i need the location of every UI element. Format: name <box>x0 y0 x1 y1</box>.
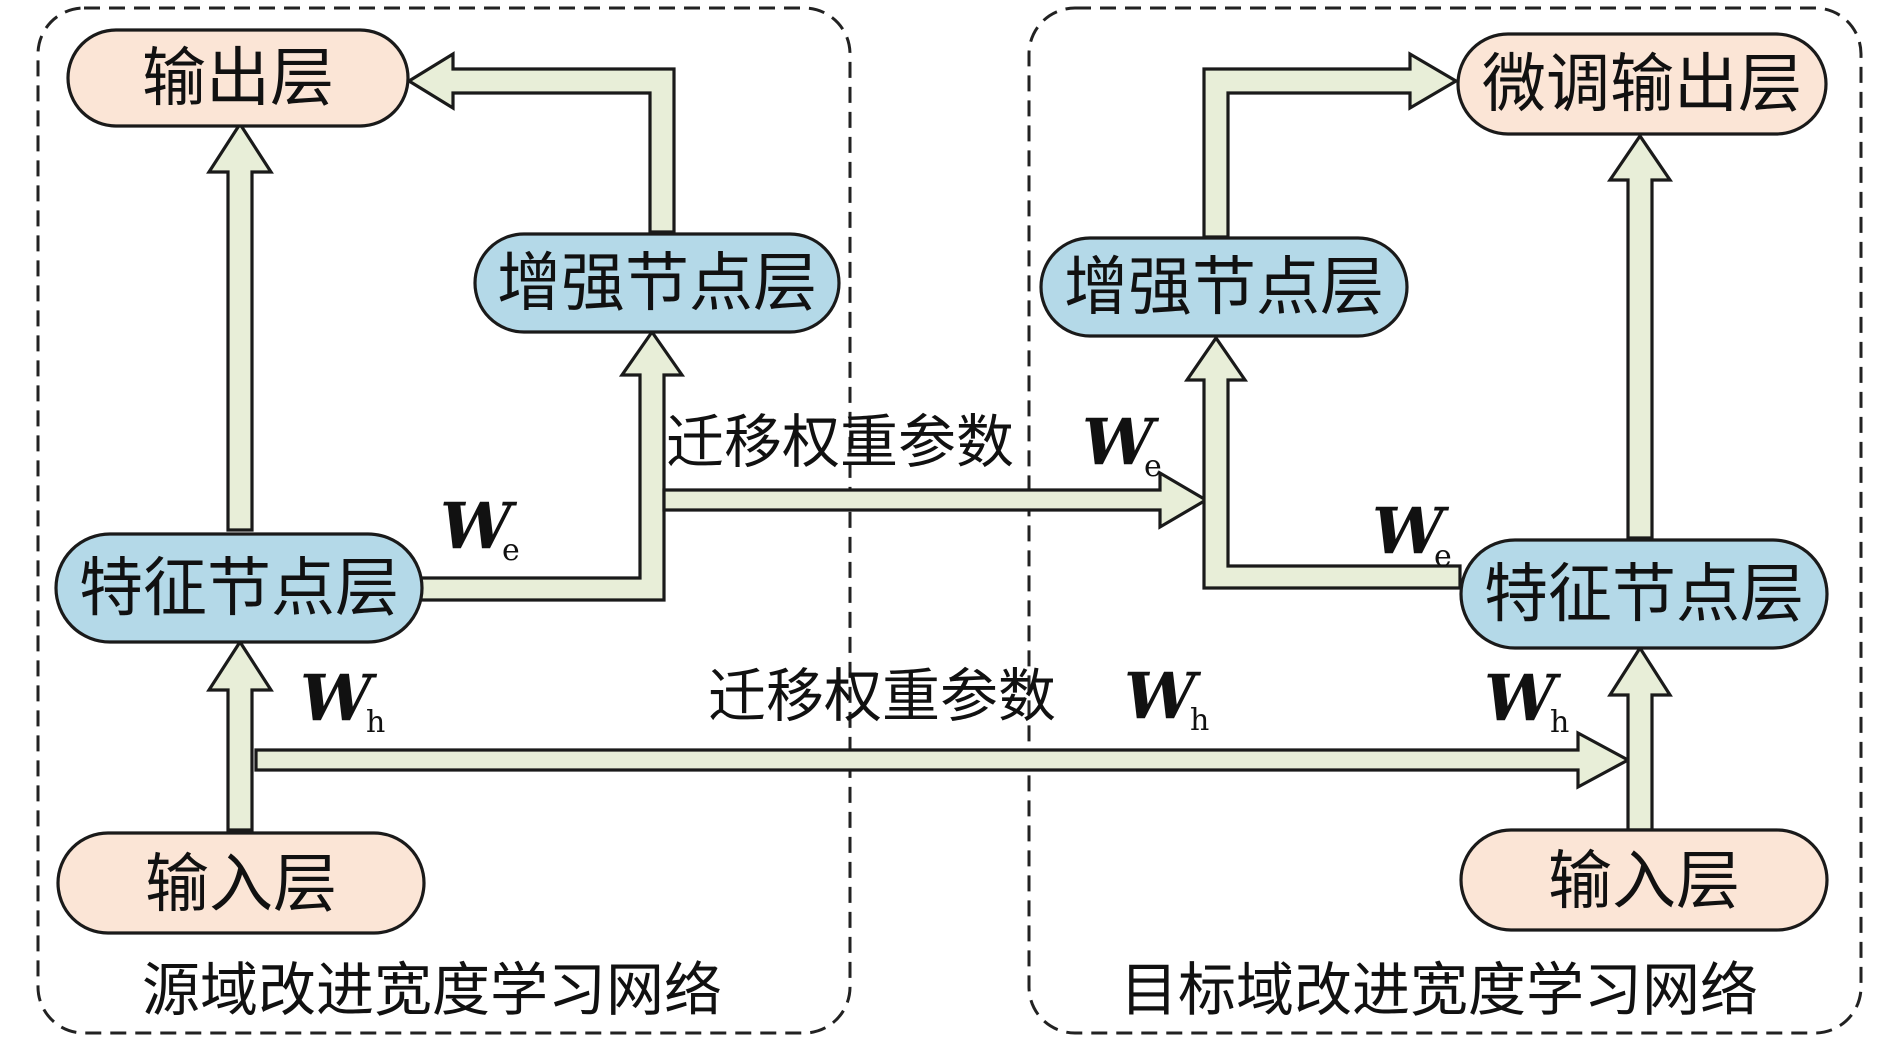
target-domain-frame <box>1027 6 1863 1035</box>
arrow-tgt-enhance-to-output <box>1202 51 1460 239</box>
src-enhance-label: 增强节点层 <box>497 247 817 321</box>
tgt-output-node: 微调输出层 <box>1456 32 1828 136</box>
tgt-enhance-label: 增强节点层 <box>1064 251 1384 325</box>
arrow-src-feature-to-output <box>206 121 274 532</box>
arrow-transfer-wh <box>254 730 1632 790</box>
arrow-transfer-we <box>662 470 1210 530</box>
tgt-we-label: W e <box>1372 494 1452 574</box>
transfer-we-text: 迁移权重参数 <box>666 408 1014 476</box>
src-output-label: 输出层 <box>142 42 334 116</box>
tgt-output-label: 微调输出层 <box>1482 48 1802 122</box>
source-domain-title: 源域改进宽度学习网络 <box>142 956 722 1024</box>
src-wh-subscript: h <box>366 705 385 740</box>
transfer-we-symbol: W <box>1082 405 1160 480</box>
arrow-tgt-feature-to-output <box>1606 133 1674 540</box>
src-enhance-node: 增强节点层 <box>473 232 841 334</box>
tgt-input-node-shape <box>1459 828 1829 932</box>
src-feature-node-shape <box>54 532 424 644</box>
tgt-wh-subscript: h <box>1550 705 1569 740</box>
src-feature-label: 特征节点层 <box>79 552 399 626</box>
tgt-we-subscript: e <box>1434 539 1452 574</box>
tgt-feature-label: 特征节点层 <box>1484 558 1804 632</box>
transfer-wh-symbol: W <box>1124 659 1202 734</box>
arrow-src-feature-to-enhance <box>418 329 686 602</box>
arrow-src-enhance-to-output <box>405 51 676 234</box>
tgt-feature-node: 特征节点层 <box>1459 538 1829 650</box>
tgt-enhance-node-shape <box>1039 236 1409 338</box>
src-output-node: 输出层 <box>66 28 410 128</box>
src-input-label: 输入层 <box>145 848 337 922</box>
src-input-node-shape <box>56 831 426 935</box>
src-output-node-shape <box>66 28 410 128</box>
src-we-subscript: e <box>502 533 520 568</box>
tgt-output-node-shape <box>1456 32 1828 136</box>
src-enhance-node-shape <box>473 232 841 334</box>
tgt-input-node: 输入层 <box>1459 828 1829 932</box>
src-input-node: 输入层 <box>56 831 426 935</box>
transfer-we-subscript: e <box>1144 449 1162 484</box>
tgt-feature-node-shape <box>1459 538 1829 650</box>
src-wh-label: W h <box>300 661 385 740</box>
transfer-wh-label: 迁移权重参数 W h <box>708 659 1209 738</box>
transfer-wh-text: 迁移权重参数 <box>708 662 1056 730</box>
arrow-tgt-feature-to-enhance <box>1183 335 1462 590</box>
src-feature-node: 特征节点层 <box>54 532 424 644</box>
tgt-enhance-node: 增强节点层 <box>1039 236 1409 338</box>
arrow-tgt-input-to-feature <box>1607 645 1673 832</box>
tgt-wh-label: W h <box>1484 661 1569 740</box>
tgt-input-label: 输入层 <box>1548 845 1740 919</box>
tgt-wh-symbol: W <box>1484 661 1562 736</box>
src-wh-symbol: W <box>300 661 378 736</box>
src-we-label: W e <box>440 489 520 568</box>
arrow-src-input-to-feature <box>206 639 274 832</box>
target-domain-title: 目标域改进宽度学习网络 <box>1120 956 1758 1024</box>
transfer-we-label: 迁移权重参数 W e <box>666 405 1162 484</box>
tgt-we-symbol: W <box>1372 494 1450 569</box>
src-we-symbol: W <box>440 489 518 564</box>
source-domain-frame <box>36 6 852 1035</box>
transfer-wh-subscript: h <box>1190 703 1209 738</box>
